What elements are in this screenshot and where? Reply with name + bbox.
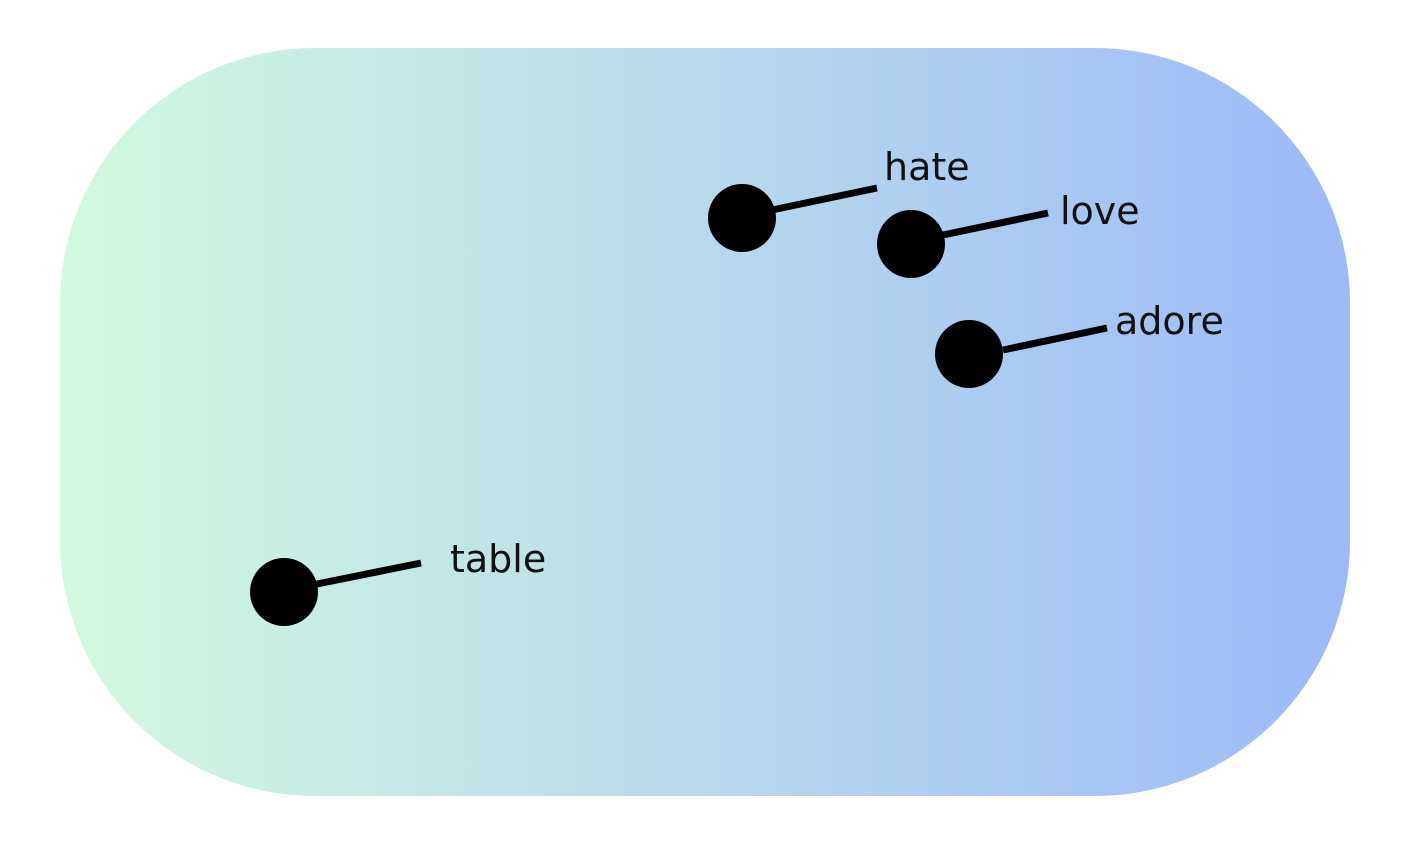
word-point-hate: hate xyxy=(708,145,970,252)
leader-line-table xyxy=(316,559,422,588)
point-dot-hate xyxy=(708,184,776,252)
word-label-adore: adore xyxy=(1115,299,1224,343)
word-label-love: love xyxy=(1060,189,1140,233)
word-point-love: love xyxy=(877,189,1140,278)
point-dot-table xyxy=(250,558,318,626)
embedding-space-panel xyxy=(60,48,1350,796)
leader-line-hate xyxy=(771,184,878,214)
word-point-table: table xyxy=(250,537,546,626)
point-dot-love xyxy=(877,210,945,278)
leader-line-love xyxy=(942,209,1049,239)
word-point-adore: adore xyxy=(935,299,1224,388)
word-label-hate: hate xyxy=(884,145,970,189)
leader-line-adore xyxy=(1002,324,1108,354)
point-dot-adore xyxy=(935,320,1003,388)
word-label-table: table xyxy=(450,537,546,581)
